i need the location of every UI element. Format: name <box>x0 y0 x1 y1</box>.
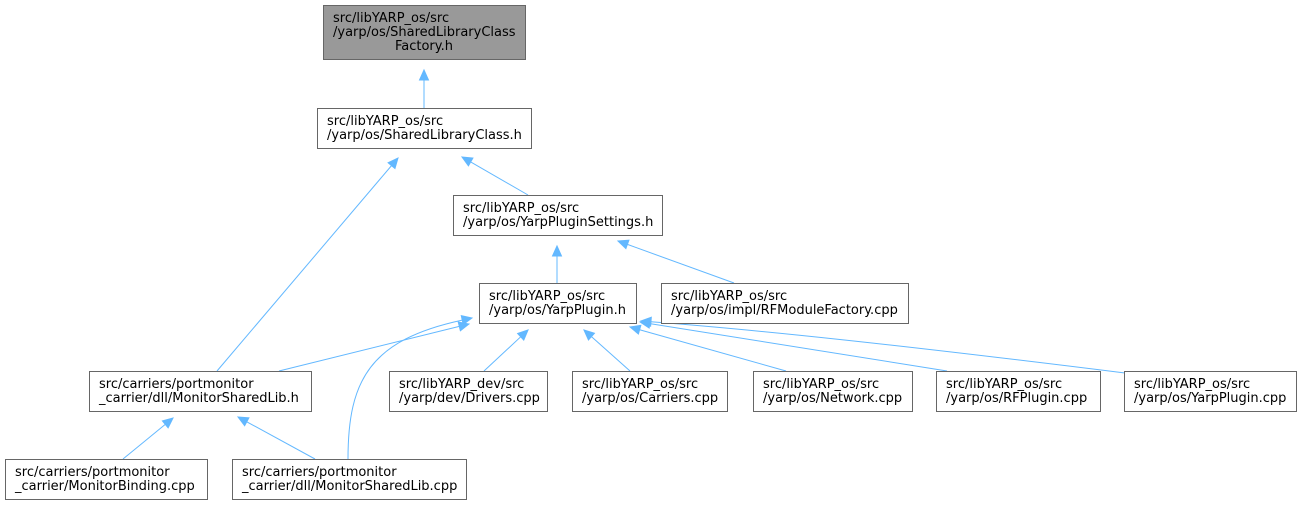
edge-n5-to-n1 <box>216 165 392 372</box>
edge-arrowhead-n6-to-n3 <box>516 329 529 342</box>
nodes-layer: src/libYARP_os/src/yarp/os/SharedLibrary… <box>5 5 1297 500</box>
graph-node-n9[interactable]: src/libYARP_os/src/yarp/os/RFPlugin.cpp <box>936 371 1101 412</box>
edge-n7-to-n3 <box>591 336 631 372</box>
graph-node-n10[interactable]: src/libYARP_os/src/yarp/os/YarpPlugin.cp… <box>1124 371 1297 412</box>
graph-node-n5[interactable]: src/carriers/portmonitor_carrier/dll/Mon… <box>89 371 312 412</box>
node-label-line: src/carriers/portmonitor <box>99 377 254 392</box>
graph-node-n12[interactable]: src/carriers/portmonitor_carrier/dll/Mon… <box>232 459 467 500</box>
node-box <box>89 371 312 412</box>
node-box <box>232 459 467 500</box>
graph-node-n7[interactable]: src/libYARP_os/src/yarp/os/Carriers.cpp <box>572 371 728 412</box>
node-label-line: /yarp/os/impl/RFModuleFactory.cpp <box>671 303 898 318</box>
node-label-line: src/libYARP_dev/src <box>399 377 524 392</box>
graph-node-n1[interactable]: src/libYARP_os/src/yarp/os/SharedLibrary… <box>317 108 532 149</box>
node-box <box>453 195 663 236</box>
node-box <box>1124 371 1297 412</box>
node-label-line: /yarp/os/YarpPlugin.cpp <box>1134 391 1286 406</box>
edge-n2-to-n1 <box>470 161 529 196</box>
edge-arrowhead-n8-to-n3 <box>628 324 642 335</box>
edge-n6-to-n3 <box>483 336 522 372</box>
edge-arrowhead-n5-to-n1 <box>387 157 399 170</box>
graph-node-n0: src/libYARP_os/src/yarp/os/SharedLibrary… <box>323 5 526 60</box>
edge-n5-to-n3 <box>278 325 460 372</box>
node-label-line: /yarp/os/RFPlugin.cpp <box>946 391 1087 406</box>
edge-arrowhead-n12-to-n5 <box>236 416 250 427</box>
edge-arrowhead-n1-to-n0 <box>418 68 430 81</box>
node-box <box>317 108 532 149</box>
graph-node-n3[interactable]: src/libYARP_os/src/yarp/os/YarpPlugin.h <box>479 283 637 324</box>
node-label-line: src/libYARP_os/src <box>333 11 449 26</box>
graph-node-n6[interactable]: src/libYARP_dev/src/yarp/dev/Drivers.cpp <box>389 371 548 412</box>
node-box <box>389 371 548 412</box>
node-box <box>936 371 1101 412</box>
node-label-line: /yarp/os/YarpPluginSettings.h <box>463 215 653 230</box>
edge-n9-to-n3 <box>649 323 948 372</box>
node-label-line: src/carriers/portmonitor <box>15 465 170 480</box>
node-box <box>572 371 728 412</box>
node-label-line: _carrier/dll/MonitorSharedLib.h <box>98 391 299 406</box>
edge-arrowhead-n2-to-n1 <box>460 156 474 167</box>
node-label-line: /yarp/os/SharedLibraryClass.h <box>327 128 522 143</box>
graph-node-n11[interactable]: src/carriers/portmonitor_carrier/Monitor… <box>5 459 208 500</box>
edge-n12-to-n5 <box>246 421 316 460</box>
node-label-line: /yarp/dev/Drivers.cpp <box>399 391 540 406</box>
edge-arrowhead-n10-to-n3 <box>639 316 652 328</box>
node-label-line: src/libYARP_os/src <box>463 201 579 216</box>
edge-arrowhead-n11-to-n5 <box>161 417 174 429</box>
node-label-line: /yarp/os/Network.cpp <box>763 391 902 406</box>
node-label-line: src/carriers/portmonitor <box>242 465 397 480</box>
node-label-line: /yarp/os/YarpPlugin.h <box>489 303 626 318</box>
edge-n11-to-n5 <box>122 423 166 460</box>
edge-n8-to-n3 <box>639 329 787 372</box>
node-label-line: src/libYARP_os/src <box>946 377 1062 392</box>
node-box <box>661 283 909 324</box>
node-label-line: src/libYARP_os/src <box>1134 377 1250 392</box>
edge-arrowhead-n3-to-n2 <box>551 244 563 257</box>
node-label-line: src/libYARP_os/src <box>489 289 605 304</box>
node-label-line: Factory.h <box>395 39 453 54</box>
edges-layer <box>122 68 1126 460</box>
node-label-line: _carrier/dll/MonitorSharedLib.cpp <box>241 479 457 494</box>
graph-node-n8[interactable]: src/libYARP_os/src/yarp/os/Network.cpp <box>753 371 913 412</box>
edge-arrowhead-n12-to-n3 <box>460 315 474 326</box>
graph-node-n4[interactable]: src/libYARP_os/src/yarp/os/impl/RFModule… <box>661 283 909 324</box>
node-label-line: src/libYARP_os/src <box>582 377 698 392</box>
node-label-line: _carrier/MonitorBinding.cpp <box>14 479 195 494</box>
node-label-line: src/libYARP_os/src <box>671 289 787 304</box>
edge-n10-to-n3 <box>650 321 1126 374</box>
node-box <box>323 5 526 60</box>
node-label-line: src/libYARP_os/src <box>763 377 879 392</box>
node-label-line: src/libYARP_os/src <box>327 114 443 129</box>
node-label-line: /yarp/os/Carriers.cpp <box>582 391 718 406</box>
graph-node-n2[interactable]: src/libYARP_os/src/yarp/os/YarpPluginSet… <box>453 195 663 236</box>
edge-arrowhead-n7-to-n3 <box>583 329 596 341</box>
node-box <box>753 371 913 412</box>
node-box <box>5 459 208 500</box>
edge-n4-to-n2 <box>627 243 735 284</box>
node-label-line: /yarp/os/SharedLibraryClass <box>333 25 516 40</box>
edge-arrowhead-n4-to-n2 <box>616 239 630 250</box>
node-box <box>479 283 637 324</box>
edge-n12-to-n3 <box>347 319 463 460</box>
